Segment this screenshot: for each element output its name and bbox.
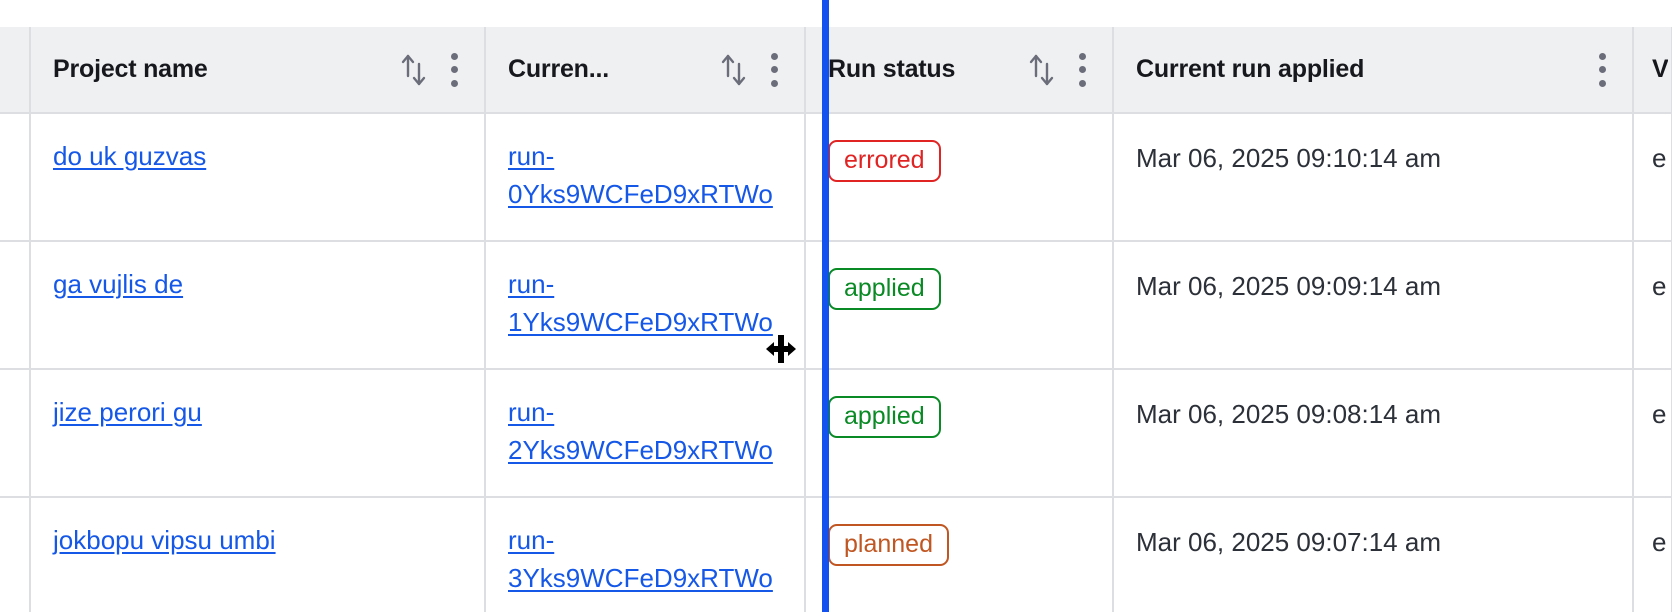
kebab-menu-icon[interactable] <box>770 52 778 87</box>
header-label-current-run-applied: Current run applied <box>1136 55 1365 83</box>
next-column-value: e <box>1652 399 1667 429</box>
status-badge: applied <box>828 396 941 439</box>
table-row: jokbopu vipsu umbi run-3Yks9WCFeD9xRTWo … <box>0 497 1672 612</box>
kebab-menu-icon[interactable] <box>1598 52 1606 87</box>
header-cell-gutter <box>0 27 31 114</box>
next-column-value: e <box>1652 143 1667 173</box>
applied-timestamp: Mar 06, 2025 09:09:14 am <box>1136 271 1441 301</box>
header-cell-current-run[interactable]: Curren... <box>485 27 806 114</box>
applied-timestamp: Mar 06, 2025 09:10:14 am <box>1136 143 1441 173</box>
cell-current-run: run-2Yks9WCFeD9xRTWo <box>485 369 806 498</box>
header-cell-project-name[interactable]: Project name <box>30 27 486 114</box>
cell-next-column: e <box>1633 113 1672 242</box>
cell-project-name: ga vujlis de <box>30 241 486 370</box>
header-row: Project name <box>0 27 1672 114</box>
cell-current-run-applied: Mar 06, 2025 09:07:14 am <box>1113 497 1634 612</box>
cell-run-status: applied <box>805 369 1114 498</box>
current-run-link[interactable]: run-2Yks9WCFeD9xRTWo <box>508 397 773 465</box>
cell-run-status: planned <box>805 497 1114 612</box>
applied-timestamp: Mar 06, 2025 09:08:14 am <box>1136 399 1441 429</box>
row-gutter-cell <box>0 113 31 242</box>
project-name-link[interactable]: ga vujlis de <box>53 269 184 299</box>
next-column-value: e <box>1652 527 1667 557</box>
sort-icon[interactable] <box>718 52 748 88</box>
cell-current-run: run-3Yks9WCFeD9xRTWo <box>485 497 806 612</box>
header-label-current-run: Curren... <box>508 55 609 83</box>
project-name-link[interactable]: do uk guzvas <box>53 141 207 171</box>
column-resize-indicator[interactable] <box>822 0 829 612</box>
cell-next-column: e <box>1633 241 1672 370</box>
table-row: do uk guzvas run-0Yks9WCFeD9xRTWo errore… <box>0 113 1672 242</box>
cell-run-status: errored <box>805 113 1114 242</box>
project-name-link[interactable]: jokbopu vipsu umbi <box>53 525 276 555</box>
cell-next-column: e <box>1633 369 1672 498</box>
projects-table: Project name <box>0 27 1672 612</box>
current-run-link[interactable]: run-0Yks9WCFeD9xRTWo <box>508 141 773 209</box>
header-label-project-name: Project name <box>53 55 208 83</box>
cell-current-run-applied: Mar 06, 2025 09:09:14 am <box>1113 241 1634 370</box>
cell-current-run: run-1Yks9WCFeD9xRTWo <box>485 241 806 370</box>
cell-run-status: applied <box>805 241 1114 370</box>
table-body: do uk guzvas run-0Yks9WCFeD9xRTWo errore… <box>0 113 1672 612</box>
header-cell-run-status[interactable]: Run status <box>805 27 1114 114</box>
next-column-value: e <box>1652 271 1667 301</box>
header-label-run-status: Run status <box>828 55 956 83</box>
current-run-link[interactable]: run-3Yks9WCFeD9xRTWo <box>508 525 773 593</box>
header-label-next-column: V <box>1652 55 1669 83</box>
status-badge: applied <box>828 268 941 311</box>
sort-icon[interactable] <box>398 52 428 88</box>
status-badge: errored <box>828 140 941 183</box>
row-gutter-cell <box>0 369 31 498</box>
row-gutter-cell <box>0 497 31 612</box>
cell-current-run: run-0Yks9WCFeD9xRTWo <box>485 113 806 242</box>
sort-icon[interactable] <box>1026 52 1056 88</box>
kebab-menu-icon[interactable] <box>450 52 458 87</box>
cell-project-name: do uk guzvas <box>30 113 486 242</box>
header-cell-next-column[interactable]: V <box>1633 27 1672 114</box>
header-cell-current-run-applied[interactable]: Current run applied <box>1113 27 1634 114</box>
current-run-link[interactable]: run-1Yks9WCFeD9xRTWo <box>508 269 773 337</box>
cell-project-name: jize perori gu <box>30 369 486 498</box>
status-badge: planned <box>828 524 949 567</box>
row-gutter-cell <box>0 241 31 370</box>
cell-current-run-applied: Mar 06, 2025 09:10:14 am <box>1113 113 1634 242</box>
table-row: ga vujlis de run-1Yks9WCFeD9xRTWo applie… <box>0 241 1672 370</box>
cell-current-run-applied: Mar 06, 2025 09:08:14 am <box>1113 369 1634 498</box>
cell-next-column: e <box>1633 497 1672 612</box>
applied-timestamp: Mar 06, 2025 09:07:14 am <box>1136 527 1441 557</box>
cell-project-name: jokbopu vipsu umbi <box>30 497 486 612</box>
table-row: jize perori gu run-2Yks9WCFeD9xRTWo appl… <box>0 369 1672 498</box>
project-name-link[interactable]: jize perori gu <box>53 397 202 427</box>
table-header: Project name <box>0 27 1672 114</box>
kebab-menu-icon[interactable] <box>1078 52 1086 87</box>
